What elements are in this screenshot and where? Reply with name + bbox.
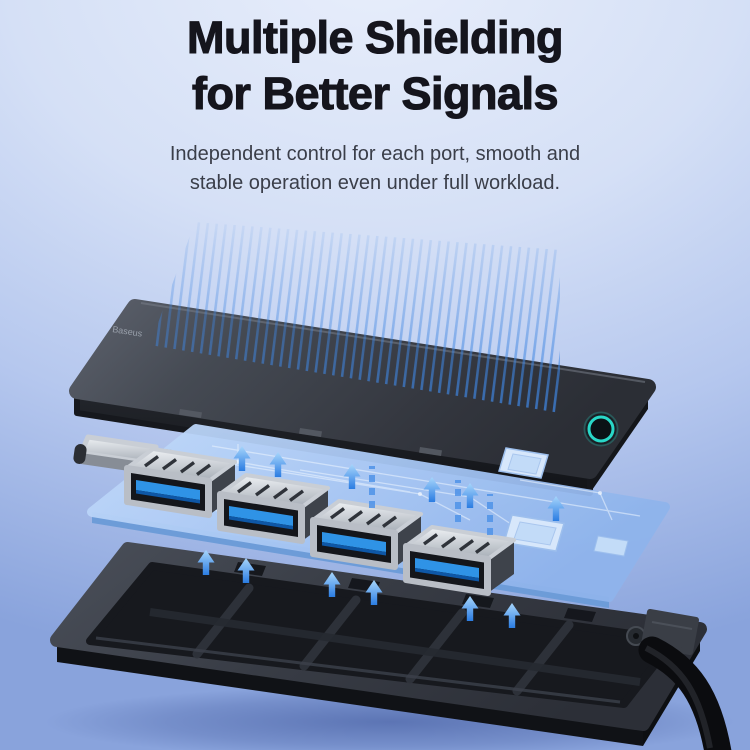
- chip: [503, 514, 565, 552]
- brand-text: Baseus: [112, 324, 144, 339]
- header: Multiple Shielding for Better Signals In…: [0, 10, 750, 198]
- component-pad: [593, 535, 629, 557]
- subtitle: Independent control for each port, smoot…: [0, 140, 750, 198]
- indicator-led: [583, 411, 619, 447]
- usb-a-port: [406, 527, 514, 593]
- subtitle-line-1: Independent control for each port, smoot…: [169, 142, 581, 165]
- shell-front-rim-highlight: [95, 636, 621, 704]
- headline-line-2: for Better Signals: [191, 67, 559, 119]
- pcb-board: [73, 424, 670, 608]
- headline-line-1: Multiple Shielding: [186, 11, 564, 63]
- bottom-shell: [50, 542, 707, 746]
- chip: [498, 447, 549, 479]
- subtitle-line-2: stable operation even under full workloa…: [189, 171, 561, 194]
- usb-cable: [638, 636, 732, 750]
- shield-rays: [150, 222, 560, 413]
- stream-dashes: [369, 466, 493, 535]
- headline: Multiple Shielding for Better Signals: [0, 10, 750, 122]
- shell-mid-ledge: [149, 608, 641, 686]
